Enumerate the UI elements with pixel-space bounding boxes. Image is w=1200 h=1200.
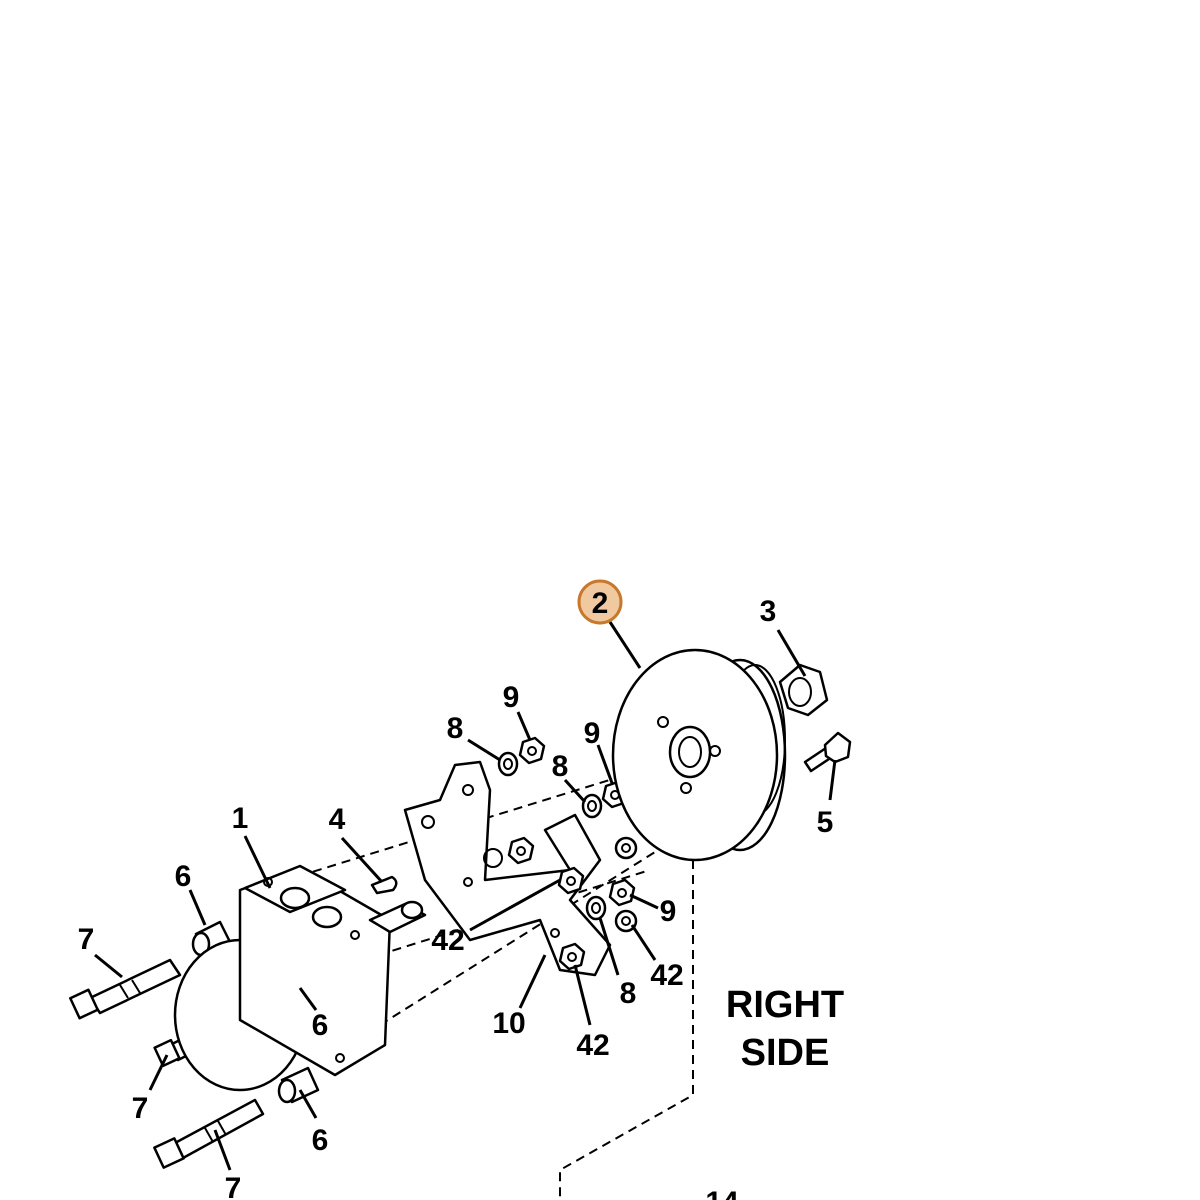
mounting-plate-10[interactable] [403,760,612,977]
spacer-6-upper[interactable] [191,920,232,957]
callout-7-upper[interactable]: 7 [78,923,95,956]
callout-5[interactable]: 5 [817,806,834,839]
callout-1[interactable]: 1 [232,802,249,835]
callout-7-lower[interactable]: 7 [225,1172,242,1200]
key-4[interactable] [370,875,398,895]
nut-42-upper[interactable] [557,866,585,895]
callout-4[interactable]: 4 [329,803,346,836]
callout-3[interactable]: 3 [760,595,777,628]
callout-9-middle[interactable]: 9 [584,717,601,750]
washer-8-middle[interactable] [581,793,603,819]
callout-9-lower[interactable]: 9 [660,895,677,928]
callout-2[interactable]: 2 [592,587,609,620]
leader-lines [94,621,837,1171]
callout-6-lower[interactable]: 6 [312,1124,329,1157]
bolt-7-upper[interactable] [69,958,182,1020]
washer-8-lower[interactable] [585,895,607,921]
pulley-2[interactable] [611,648,787,862]
callout-8-lower[interactable]: 8 [620,977,637,1010]
callout-10[interactable]: 10 [492,1007,525,1040]
nut-plate-right[interactable] [614,836,638,860]
right-side-label-line2: SIDE [741,1032,830,1074]
motor-housing-1[interactable] [173,864,427,1092]
nut-9-lower[interactable] [608,878,636,907]
spacer-6-lower[interactable] [277,1066,320,1104]
callout-7-middle[interactable]: 7 [132,1092,149,1125]
callout-9-upper[interactable]: 9 [503,681,520,714]
callout-8-upper[interactable]: 8 [447,712,464,745]
nut-9-upper[interactable] [518,736,546,765]
nut-plate-center[interactable] [507,836,535,865]
callout-6-upper[interactable]: 6 [175,860,192,893]
bolt-7-lower[interactable] [153,1098,265,1169]
callout-42-right[interactable]: 42 [650,959,683,992]
callout-42-left[interactable]: 42 [431,924,464,957]
washer-8-upper[interactable] [497,751,519,777]
callout-8-middle[interactable]: 8 [552,750,569,783]
callout-14[interactable]: 14 [705,1186,739,1200]
callout-42-bottom[interactable]: 42 [576,1029,609,1062]
callout-2-highlight[interactable] [577,579,623,625]
bolt-5[interactable] [803,731,852,773]
callout-6-middle[interactable]: 6 [312,1009,329,1042]
nut-42-lower[interactable] [558,942,586,971]
right-side-label-line1: RIGHT [726,984,844,1026]
